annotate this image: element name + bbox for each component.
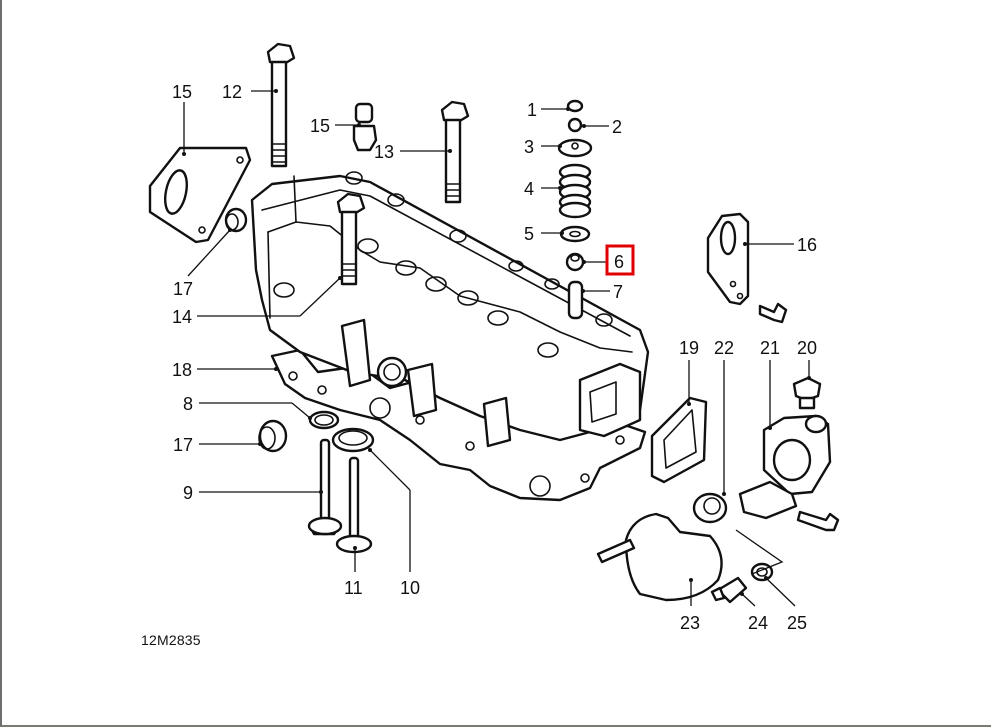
callout-12[interactable]: 12 xyxy=(222,82,242,102)
washer-25-drawing xyxy=(750,562,774,582)
callout-24[interactable]: 24 xyxy=(748,613,768,633)
bracket-16-right-drawing xyxy=(706,212,750,306)
bracket-16-left-drawing xyxy=(148,146,252,244)
callout-3[interactable]: 3 xyxy=(524,137,534,157)
plug-17-lower-drawing xyxy=(258,419,288,453)
sensor-24-drawing xyxy=(710,576,748,604)
callout-11[interactable]: 11 xyxy=(344,578,363,598)
bolt-13-drawing xyxy=(440,100,470,204)
elbow-23-drawing xyxy=(596,512,723,602)
plug-17-upper-drawing xyxy=(224,207,248,233)
callout-6-highlight xyxy=(605,244,635,276)
part-drawings xyxy=(148,42,840,604)
callout-15[interactable]: 15 xyxy=(310,116,330,136)
callout-23[interactable]: 23 xyxy=(680,613,700,633)
small-bolt-drawing xyxy=(758,302,788,324)
callout-4[interactable]: 4 xyxy=(524,179,534,199)
banjo-15-drawing xyxy=(352,102,378,152)
plug-20-drawing xyxy=(792,376,822,410)
seat-insert-8-drawing xyxy=(308,410,340,430)
callout-16-right[interactable]: 16 xyxy=(797,235,817,255)
thermostat-22-drawing xyxy=(692,492,728,524)
callout-18[interactable]: 18 xyxy=(172,360,192,380)
callout-17-lower[interactable]: 17 xyxy=(173,435,193,455)
callout-19[interactable]: 19 xyxy=(679,338,699,358)
gasket-19-drawing xyxy=(650,396,708,484)
bolt-12-drawing xyxy=(266,42,296,168)
callout-8[interactable]: 8 xyxy=(183,394,193,414)
callout-labels: 15 12 15 13 1 2 3 4 5 6 7 17 14 18 8 17 … xyxy=(172,82,817,633)
callout-16-left[interactable]: 15 xyxy=(172,82,192,102)
callout-1[interactable]: 1 xyxy=(527,100,537,120)
callout-17-upper[interactable]: 17 xyxy=(173,279,193,299)
cylinder-head-drawing xyxy=(250,171,650,502)
callout-10[interactable]: 10 xyxy=(400,578,420,598)
callout-14[interactable]: 14 xyxy=(172,307,192,327)
callout-20[interactable]: 20 xyxy=(797,338,817,358)
leader-lines xyxy=(182,89,811,607)
callout-5[interactable]: 5 xyxy=(524,224,534,244)
callout-7[interactable]: 7 xyxy=(613,282,623,302)
callout-9[interactable]: 9 xyxy=(183,483,193,503)
callout-21[interactable]: 21 xyxy=(760,338,780,358)
callout-25[interactable]: 25 xyxy=(787,613,807,633)
valve-11-drawing xyxy=(335,456,373,554)
bolt-14-drawing xyxy=(336,192,366,286)
seat-insert-10-drawing xyxy=(331,427,375,453)
callout-2[interactable]: 2 xyxy=(612,117,622,137)
housing-bolt-drawing xyxy=(796,510,840,532)
valve-train-drawing xyxy=(557,99,593,320)
valve-9-drawing xyxy=(307,438,343,536)
callout-6[interactable]: 6 xyxy=(614,252,624,272)
callout-13[interactable]: 13 xyxy=(374,142,394,162)
callout-22[interactable]: 22 xyxy=(714,338,734,358)
diagram-reference-code: 12M2835 xyxy=(141,632,201,648)
housing-21-drawing xyxy=(738,414,832,520)
